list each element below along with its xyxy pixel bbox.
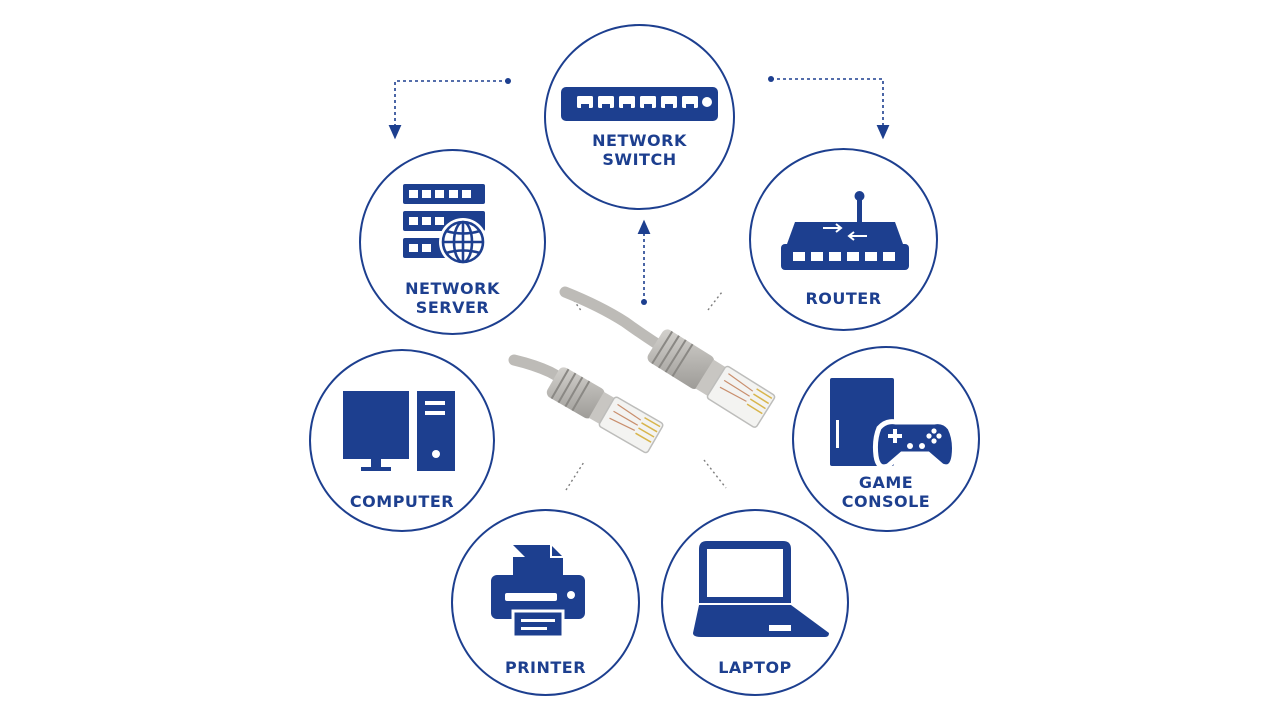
printer-node: PRINTER xyxy=(451,509,640,696)
game-console-icon xyxy=(830,378,957,470)
computer-node: COMPUTER xyxy=(309,349,495,532)
connector-plug-left xyxy=(546,367,664,454)
network-switch-node: NETWORK SWITCH xyxy=(544,24,735,210)
network-server-label-line-2: SERVER xyxy=(415,298,490,317)
network-server-label-line-1: NETWORK xyxy=(405,279,500,298)
network-server-label: NETWORK SERVER xyxy=(361,279,544,317)
server-rack-globe-icon xyxy=(403,184,487,266)
printer-label: PRINTER xyxy=(453,658,638,677)
printer-icon xyxy=(491,545,585,639)
router-label-line-1: ROUTER xyxy=(805,289,882,308)
printer-label-line-1: PRINTER xyxy=(504,658,587,677)
game-console-label-line-1: GAME xyxy=(858,473,914,492)
laptop-node: LAPTOP xyxy=(661,509,849,696)
connector-switch-to-router xyxy=(771,78,890,140)
laptop-label: LAPTOP xyxy=(663,658,847,677)
laptop-icon xyxy=(693,541,829,637)
computer-label-line-1: COMPUTER xyxy=(349,492,455,511)
game-console-node: GAME CONSOLE xyxy=(792,346,980,532)
laptop-label-line-1: LAPTOP xyxy=(718,658,792,677)
connector-switch-to-server xyxy=(388,80,508,140)
connector-plug-right xyxy=(647,329,776,428)
network-switch-label-line-1: NETWORK xyxy=(592,131,687,150)
router-icon xyxy=(781,191,909,270)
router-node: ROUTER xyxy=(749,148,938,331)
network-switch-label: NETWORK SWITCH xyxy=(546,131,733,169)
network-server-node: NETWORK SERVER xyxy=(359,149,546,335)
network-switch-icon xyxy=(561,87,718,121)
game-console-label-line-2: CONSOLE xyxy=(841,492,931,511)
game-console-label: GAME CONSOLE xyxy=(794,473,978,511)
cable-wires xyxy=(508,286,676,394)
desktop-computer-icon xyxy=(343,391,455,471)
network-switch-label-line-2: SWITCH xyxy=(602,150,677,169)
computer-label: COMPUTER xyxy=(311,492,493,511)
router-label: ROUTER xyxy=(751,289,936,308)
